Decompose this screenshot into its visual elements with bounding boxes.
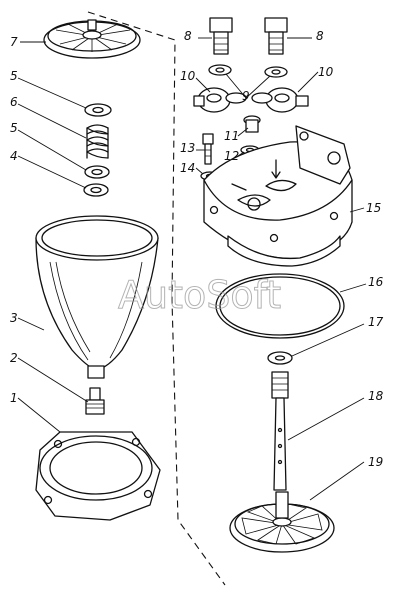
leader-lines bbox=[17, 37, 367, 501]
callout-11: 11 bbox=[224, 129, 239, 143]
part-1-flange-ring bbox=[35, 431, 161, 521]
callouts: 7 5 6 5 4 3 2 1 8 8 9 10 10 11 13 12 14 … bbox=[10, 29, 384, 469]
part-10-fitting-right bbox=[251, 87, 309, 113]
callout-13: 13 bbox=[180, 141, 195, 155]
callout-7: 7 bbox=[10, 35, 18, 49]
callout-1: 1 bbox=[10, 391, 18, 405]
callout-8: 8 bbox=[316, 29, 324, 43]
part-15-filter-head bbox=[203, 125, 353, 267]
part-8-bolt-left bbox=[209, 17, 233, 55]
callout-18: 18 bbox=[368, 389, 384, 403]
part-9-washer-right bbox=[264, 66, 288, 78]
callout-10: 10 bbox=[180, 69, 196, 83]
part-7-knob-top bbox=[43, 19, 141, 59]
callout-5: 5 bbox=[10, 69, 18, 83]
callout-14: 14 bbox=[180, 161, 195, 175]
callout-2: 2 bbox=[10, 351, 18, 365]
part-6-spring bbox=[86, 124, 109, 159]
callout-12: 12 bbox=[224, 149, 239, 163]
part-3-bowl bbox=[35, 215, 159, 379]
part-13-bolt bbox=[202, 133, 214, 165]
callout-9: 9 bbox=[242, 89, 250, 103]
callout-5: 5 bbox=[10, 121, 18, 135]
callout-15: 15 bbox=[366, 201, 381, 215]
part-17-washer bbox=[267, 351, 293, 365]
part-9-washer-left bbox=[208, 64, 232, 76]
watermark-text: AutoSoft bbox=[118, 273, 281, 317]
callout-4: 4 bbox=[10, 149, 18, 163]
callout-10: 10 bbox=[318, 65, 334, 79]
assembly-guide-line bbox=[87, 11, 226, 586]
callout-3: 3 bbox=[10, 311, 18, 325]
part-19-knob-bottom bbox=[229, 491, 335, 553]
part-2-drain-plug bbox=[85, 387, 105, 415]
callout-8: 8 bbox=[184, 29, 192, 43]
callout-6: 6 bbox=[10, 95, 18, 109]
part-5-washer-upper bbox=[84, 103, 112, 117]
part-18-rod bbox=[271, 371, 289, 491]
callout-19: 19 bbox=[368, 455, 383, 469]
part-16-gasket bbox=[215, 273, 345, 339]
part-8-bolt-right bbox=[264, 17, 288, 55]
part-11-screw bbox=[243, 115, 261, 133]
part-4-washer bbox=[83, 183, 109, 197]
part-10-fitting-left bbox=[193, 87, 247, 113]
callout-16: 16 bbox=[368, 275, 384, 289]
part-5-washer-lower bbox=[84, 165, 110, 179]
callout-17: 17 bbox=[368, 315, 384, 329]
